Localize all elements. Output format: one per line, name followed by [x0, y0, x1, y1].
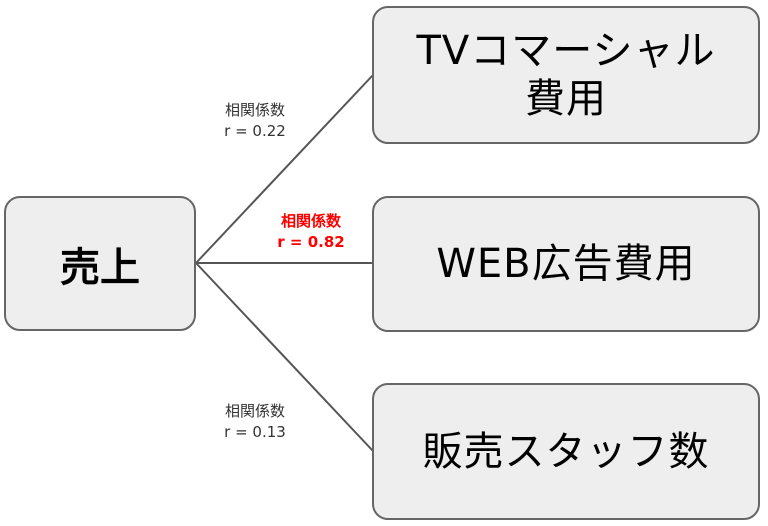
- tv-corr-value: r = 0.22: [224, 122, 286, 140]
- web-corr-title: 相関係数: [280, 212, 341, 230]
- web-correlation-label: 相関係数 r = 0.82: [251, 211, 371, 253]
- sales-node-label: 売上: [60, 244, 140, 291]
- staff-corr-title: 相関係数: [224, 402, 285, 420]
- tv-commercial-node: TVコマーシャル 費用: [372, 6, 760, 144]
- tv-node-label-line1: TVコマーシャル: [416, 28, 716, 74]
- staff-corr-value: r = 0.13: [224, 423, 286, 441]
- tv-corr-title: 相関係数: [224, 101, 285, 119]
- web-ad-node: WEB広告費用: [372, 196, 760, 332]
- web-corr-value: r = 0.82: [277, 233, 345, 251]
- web-node-label: WEB広告費用: [436, 241, 696, 287]
- staff-correlation-label: 相関係数 r = 0.13: [195, 401, 315, 443]
- connector-sales-to-tv: [195, 74, 374, 264]
- connector-sales-to-staff: [195, 262, 374, 452]
- sales-staff-node: 販売スタッフ数: [372, 383, 760, 520]
- tv-correlation-label: 相関係数 r = 0.22: [195, 100, 315, 142]
- staff-node-label: 販売スタッフ数: [422, 428, 710, 475]
- tv-node-label-line2: 費用: [525, 76, 607, 122]
- sales-node: 売上: [4, 196, 196, 331]
